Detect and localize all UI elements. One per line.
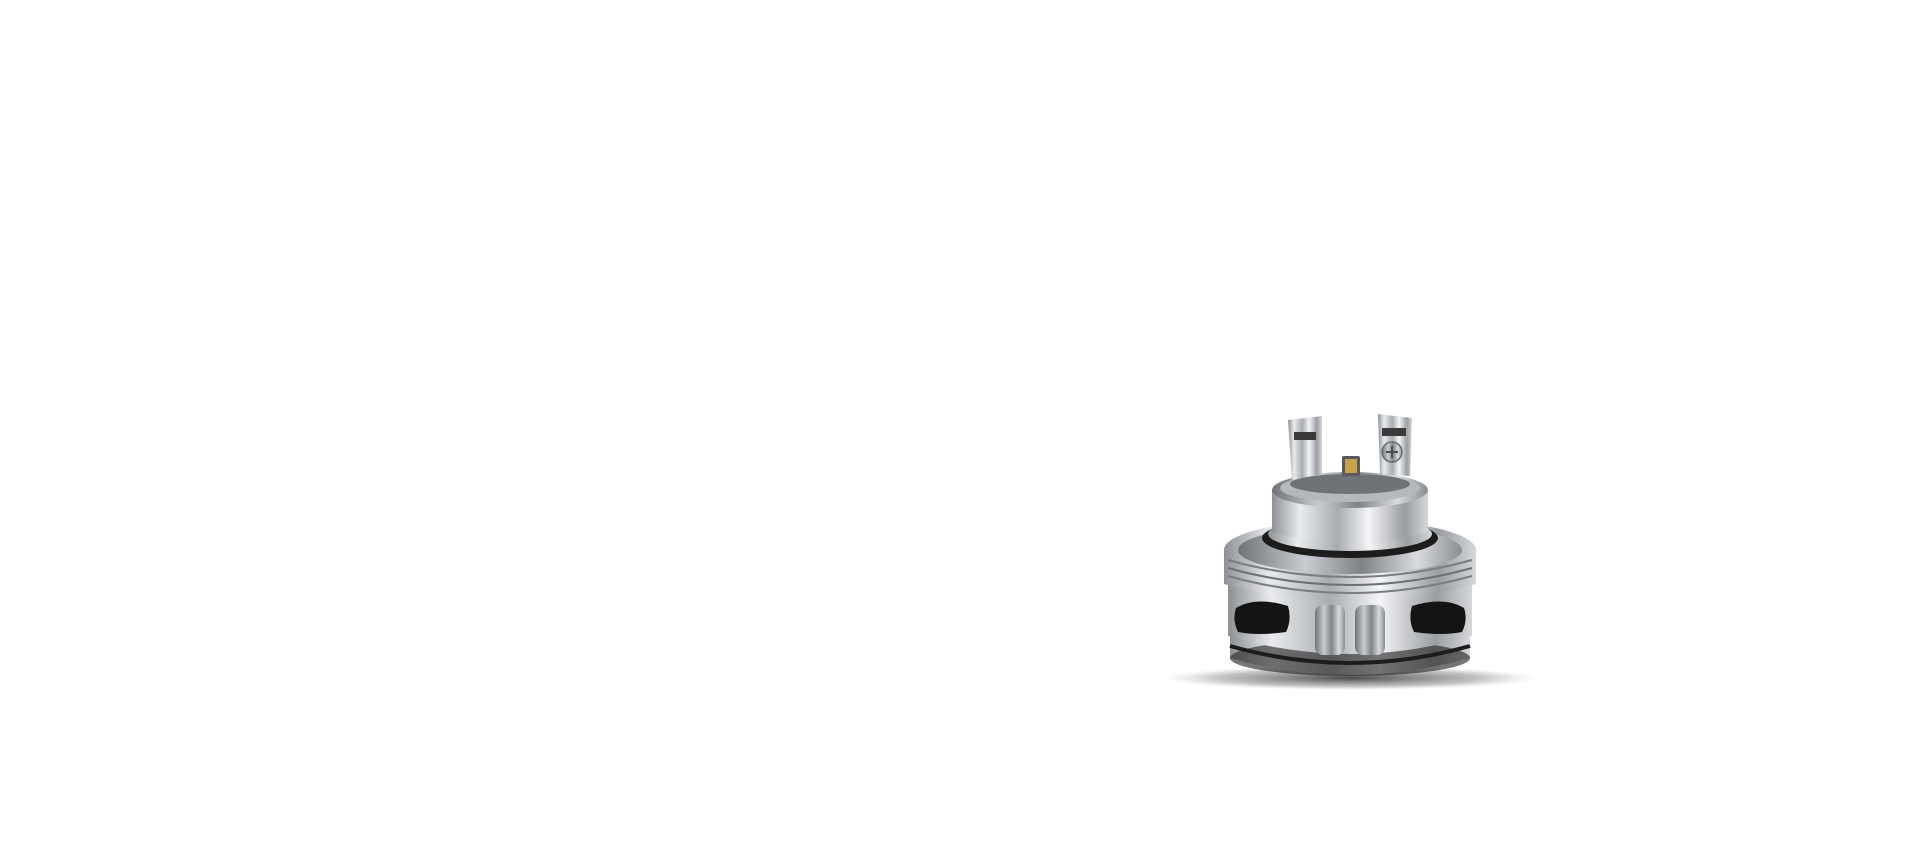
- product-image: [1160, 400, 1540, 700]
- post-left: [1288, 416, 1322, 480]
- airflow-slot-right: [1410, 601, 1466, 634]
- airflow-slot-left: [1234, 601, 1290, 634]
- rda-deck-icon: [1165, 414, 1535, 690]
- airflow-band: [1228, 580, 1472, 654]
- floor-shadow: [1165, 666, 1535, 690]
